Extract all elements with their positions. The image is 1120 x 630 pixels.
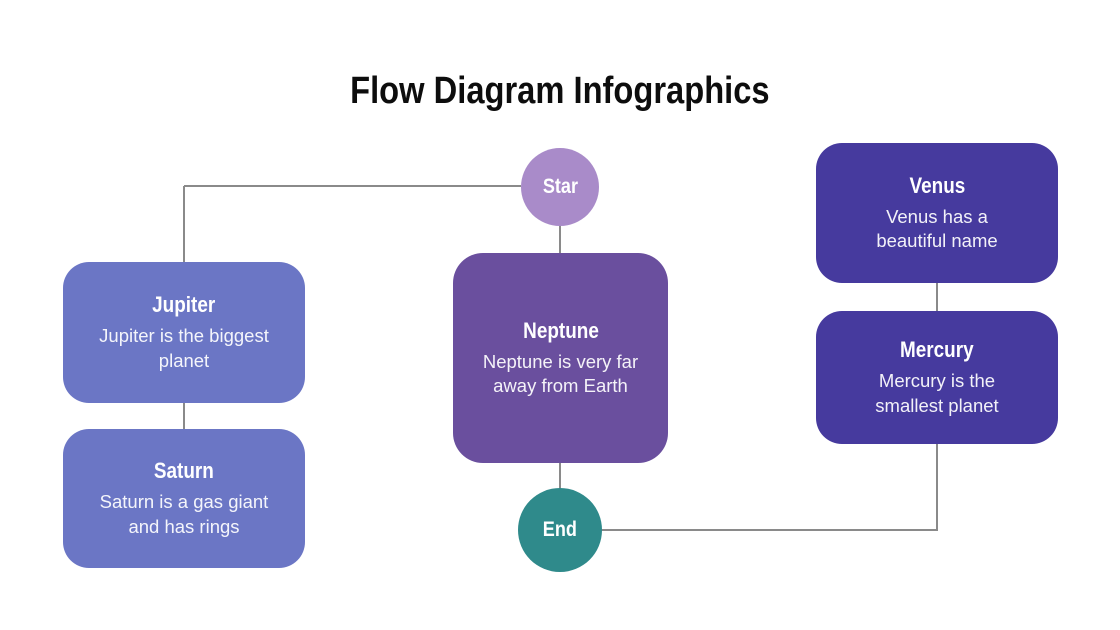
node-mercury-title: Mercury [900, 337, 974, 363]
node-saturn: Saturn Saturn is a gas giant and has rin… [63, 429, 305, 568]
node-neptune: Neptune Neptune is very far away from Ea… [453, 253, 668, 463]
node-venus: Venus Venus has a beautiful name [816, 143, 1058, 283]
node-mercury-body: Mercury is the smallest planet [875, 370, 999, 416]
connector-neptune-to-end [559, 462, 561, 489]
node-mercury: Mercury Mercury is the smallest planet [816, 311, 1058, 444]
node-saturn-title: Saturn [154, 458, 214, 484]
connector-star-to-jupiter-vertical [183, 186, 185, 263]
node-venus-title: Venus [909, 172, 965, 198]
node-venus-body: Venus has a beautiful name [876, 205, 998, 251]
page-title: Flow Diagram Infographics [350, 70, 770, 113]
node-jupiter-body: Jupiter is the biggest planet [99, 325, 269, 371]
node-jupiter-title: Jupiter [152, 292, 216, 318]
connector-venus-to-mercury [936, 282, 938, 312]
node-neptune-body: Neptune is very far away from Earth [482, 350, 639, 396]
connector-mercury-to-end-horizontal [601, 529, 938, 531]
connector-mercury-to-end-vertical [936, 443, 938, 530]
node-saturn-body: Saturn is a gas giant and has rings [99, 491, 269, 537]
connector-star-to-neptune [559, 225, 561, 254]
node-start-circle: Star [521, 148, 599, 226]
connector-jupiter-to-saturn [183, 402, 185, 430]
node-neptune-title: Neptune [522, 317, 599, 343]
connector-star-to-jupiter-horizontal [184, 185, 521, 187]
node-jupiter: Jupiter Jupiter is the biggest planet [63, 262, 305, 403]
node-end-circle: End [518, 488, 602, 572]
